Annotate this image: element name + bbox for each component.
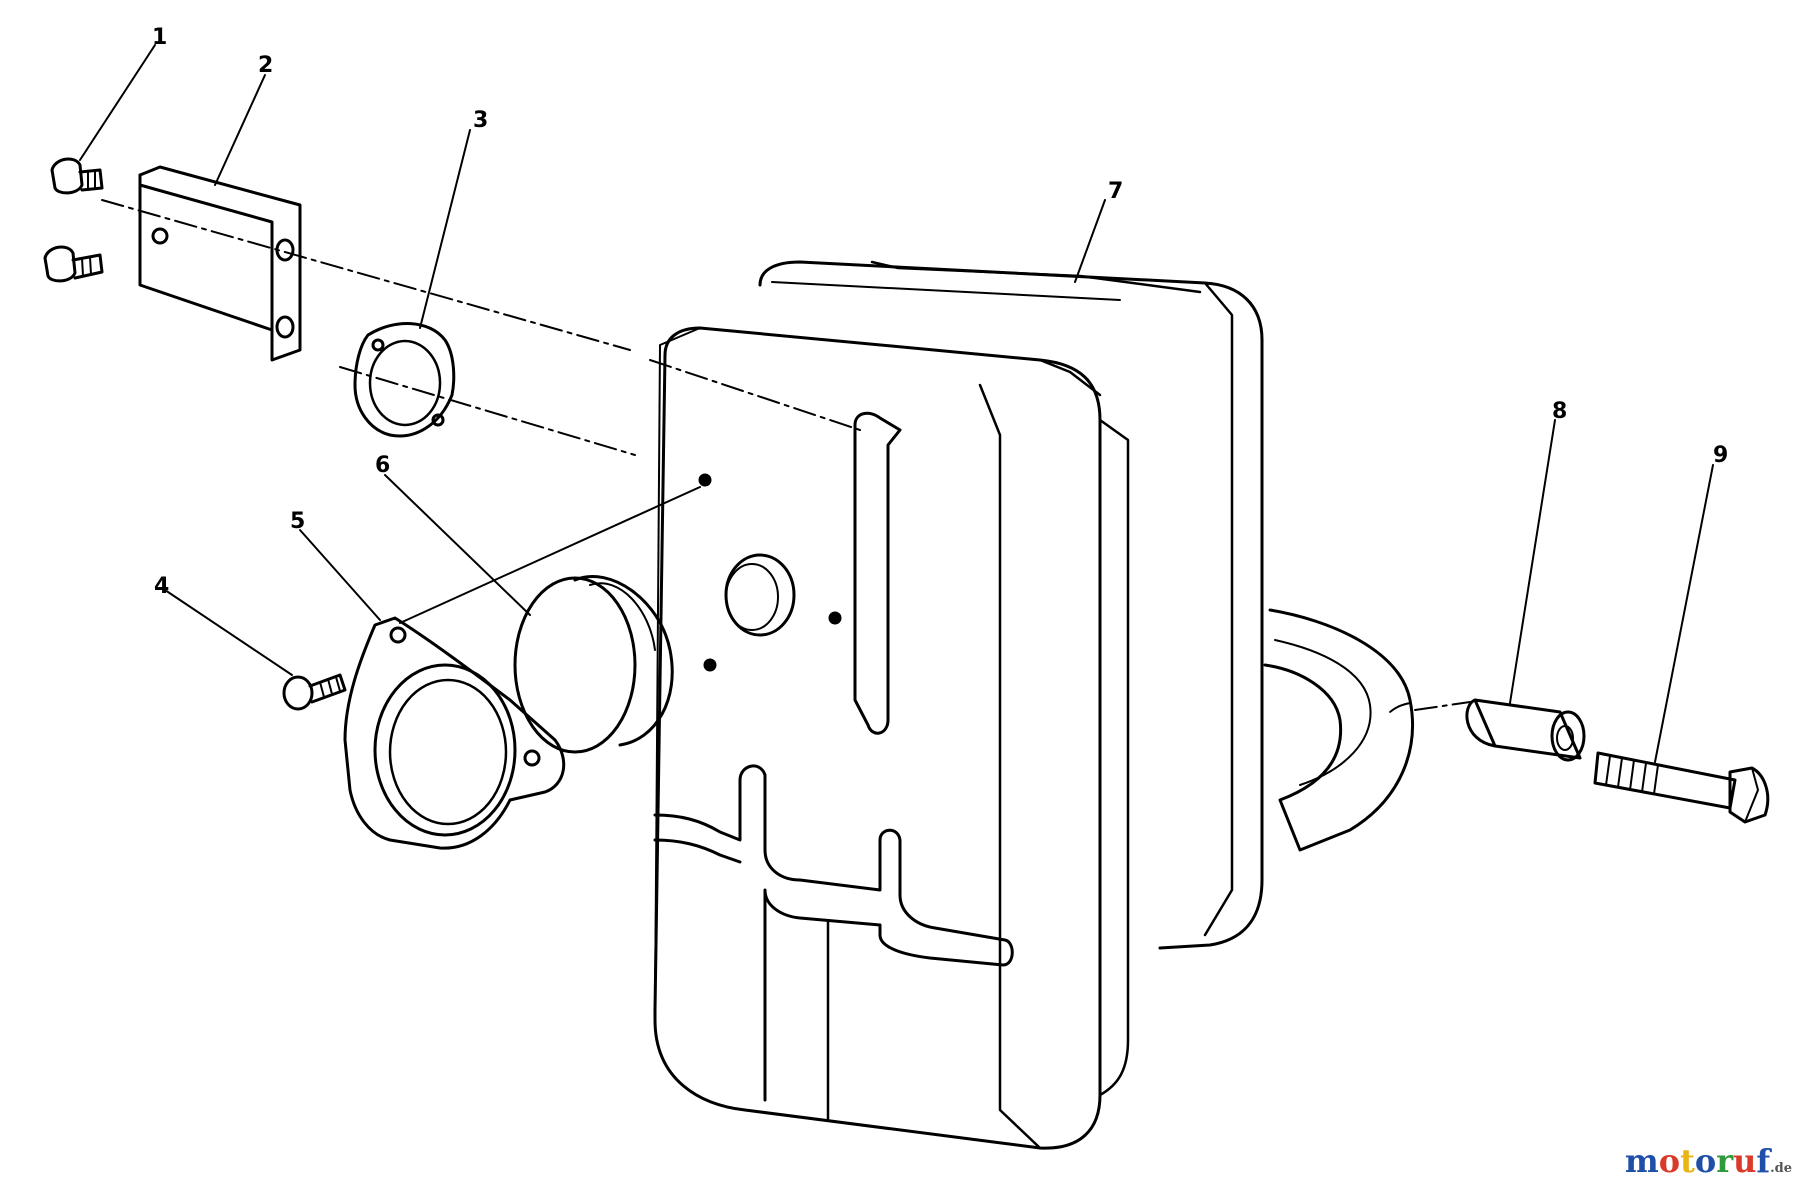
bracket-part-2 xyxy=(138,165,302,362)
callout-5: 5 xyxy=(290,509,305,534)
leader-9 xyxy=(1654,464,1714,763)
bolt-part-9 xyxy=(1593,751,1770,824)
deflector-cap-part-6 xyxy=(513,575,674,754)
leader-1 xyxy=(79,44,156,161)
muffler-front-face xyxy=(653,326,1102,1150)
leader-7 xyxy=(1074,199,1106,283)
muffler-back-shell xyxy=(758,260,1264,950)
watermark-letter: f xyxy=(1756,1142,1771,1180)
watermark-letter: o xyxy=(1658,1142,1681,1180)
callout-9: 9 xyxy=(1713,443,1728,468)
muffler-bolt-hole xyxy=(698,473,712,487)
callout-4: 4 xyxy=(154,574,169,599)
callout-8: 8 xyxy=(1552,399,1567,424)
watermark-letter: m xyxy=(1624,1142,1659,1180)
alignment-lines xyxy=(101,199,1471,713)
watermark-letter: t xyxy=(1680,1142,1695,1180)
callout-3: 3 xyxy=(473,108,488,133)
watermark-letter: o xyxy=(1694,1142,1717,1180)
gasket-part-3 xyxy=(353,322,456,438)
callout-6: 6 xyxy=(375,453,390,478)
spacer-part-8 xyxy=(1465,698,1586,762)
callout-1: 1 xyxy=(152,25,167,50)
exhaust-flange-part-5 xyxy=(343,616,566,850)
callout-7: 7 xyxy=(1108,179,1123,204)
motoruf-watermark-logo: motoruf.de xyxy=(1625,1142,1792,1180)
leader-4 xyxy=(164,589,293,676)
watermark-letter: u xyxy=(1733,1142,1757,1180)
callout-2: 2 xyxy=(258,53,273,78)
watermark-domain: .de xyxy=(1770,1161,1792,1176)
bolts-part-1 xyxy=(43,157,104,283)
leader-3 xyxy=(419,129,471,329)
leader-5 xyxy=(299,529,381,621)
leader-6 xyxy=(384,474,531,616)
leader-lines xyxy=(79,44,1714,763)
muffler-part-7 xyxy=(653,260,1414,1150)
leader-2 xyxy=(214,74,266,186)
screw-part-4 xyxy=(282,673,347,711)
watermark-letter: r xyxy=(1716,1142,1734,1180)
leader-8 xyxy=(1509,419,1556,704)
muffler-mounting-loop xyxy=(1263,608,1414,852)
callout-labels: 1 2 3 4 5 6 7 8 9 xyxy=(152,25,1728,599)
